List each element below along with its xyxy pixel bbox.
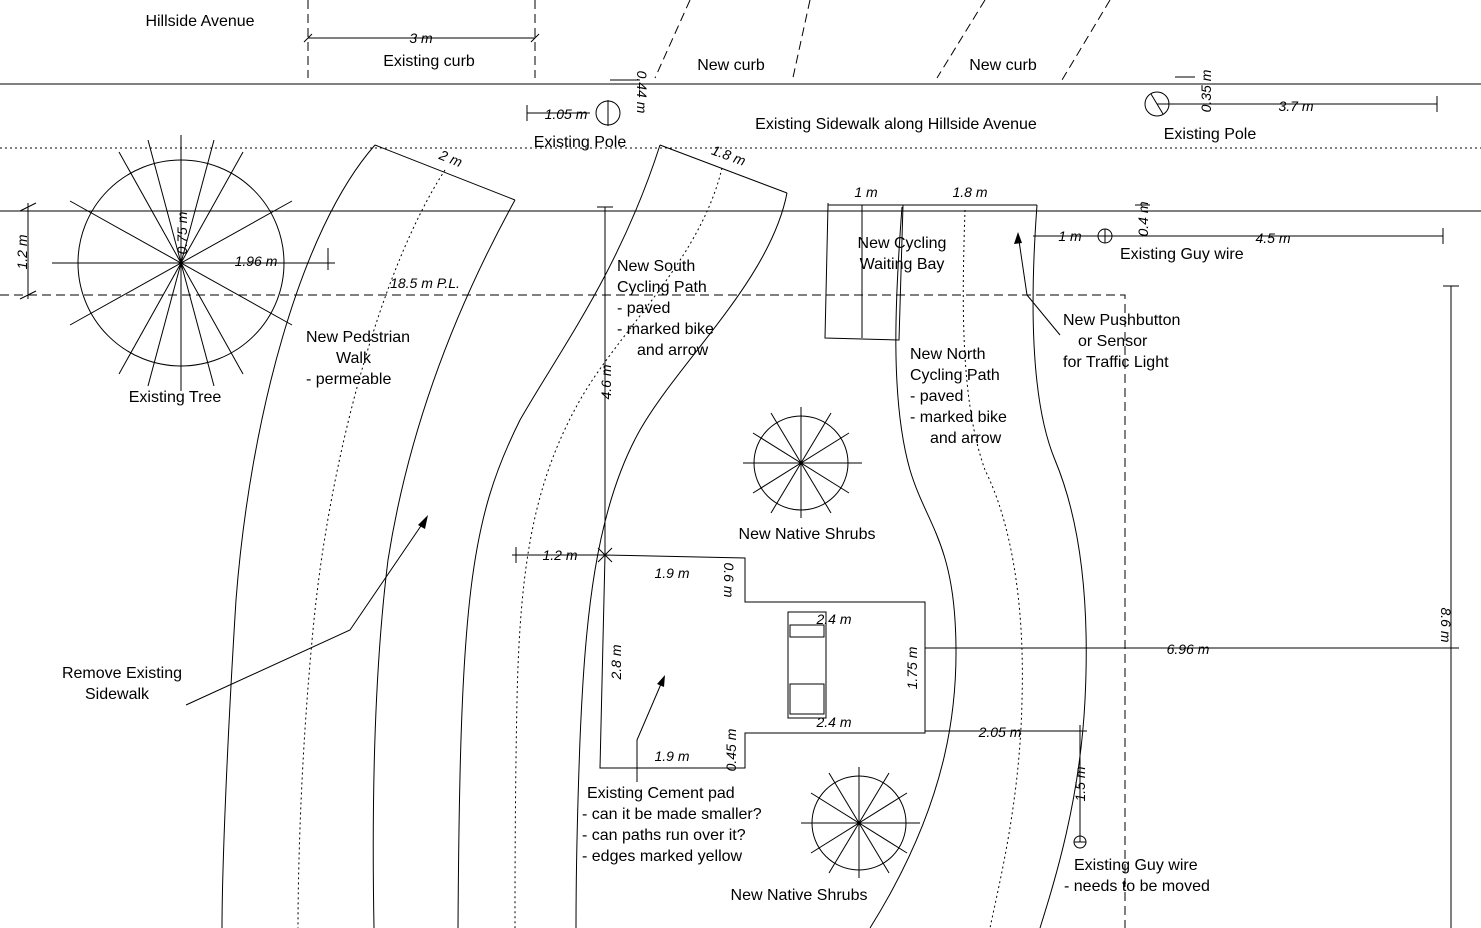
dim-1a: 1 m (854, 184, 878, 200)
dim-18b: 1.8 m (952, 184, 987, 200)
cement-pad-label-2: - can it be made smaller? (582, 806, 762, 823)
new-curb-line-2b (1061, 0, 1111, 81)
cement-pad-label-1: Existing Cement pad (587, 785, 735, 802)
pole-1-label: Existing Pole (534, 134, 627, 151)
dim-46: 4.6 m (598, 364, 614, 399)
south-path-top-edge (659, 144, 788, 194)
tree-label: Existing Tree (129, 389, 222, 406)
new-curb-line-2a (936, 0, 986, 79)
guy-wire-2-label-2: - needs to be moved (1064, 878, 1210, 895)
waiting-bay-outline (824, 204, 904, 341)
dim-185: 18.5 m P.L. (390, 275, 460, 291)
dim-12a: 1.2 m (14, 234, 30, 269)
south-path-label-5: and arrow (637, 342, 709, 359)
guy-wire-2-label-1: Existing Guy wire (1074, 857, 1198, 874)
existing-tree-spokes (52, 135, 335, 391)
dim-2m: 2 m (436, 146, 465, 170)
dim-06: 0.6 m (721, 562, 737, 597)
dim-86: 8.6 m (1438, 607, 1454, 642)
street-label: Hillside Avenue (145, 13, 254, 30)
ped-walk-left-edge (221, 144, 376, 928)
dim-18a: 1.8 m (710, 142, 749, 169)
dim-45: 4.5 m (1255, 230, 1290, 246)
south-path-label-3: - paved (617, 300, 670, 317)
pushbutton-leader (1026, 294, 1061, 336)
north-path-label-2: Cycling Path (910, 367, 1000, 384)
dim-035: 0.35 m (1198, 69, 1214, 112)
south-path-right-edge (575, 192, 788, 928)
dim-196: 1.96 m (235, 253, 278, 269)
waiting-bay-label-1: New Cycling (858, 235, 947, 252)
pushbutton-label-3: for Traffic Light (1063, 354, 1169, 371)
cement-pad-label-4: - edges marked yellow (582, 848, 743, 865)
dim-175: 1.75 m (904, 646, 920, 689)
remove-sidewalk-label-2: Sidewalk (85, 686, 150, 703)
ped-walk-center (297, 169, 446, 928)
dim-28: 2.8 m (608, 644, 624, 680)
shrubs-1-label: New Native Shrubs (739, 526, 876, 543)
south-path-label-4: - marked bike (617, 321, 714, 338)
north-path-label-3: - paved (910, 388, 963, 405)
dim-1b: 1 m (1058, 228, 1082, 244)
dim-19b: 1.9 m (654, 748, 689, 764)
north-path-label-4: - marked bike (910, 409, 1007, 426)
remove-sidewalk-leader (185, 516, 428, 706)
dim-19a: 1.9 m (654, 565, 689, 581)
dim-24b: 2.4 m (815, 714, 851, 730)
south-path-center (514, 167, 723, 928)
ped-walk-right-edge (372, 199, 516, 928)
new-curb-line-1b (791, 0, 811, 83)
dim-044: 0.44 m (634, 71, 650, 114)
north-path-label-1: New North (910, 346, 986, 363)
cement-pad-label-3: - can paths run over it? (582, 827, 746, 844)
dim-105: 1.05 m (545, 106, 588, 122)
cement-pad-leader (636, 676, 665, 782)
dim-37: 3.7 m (1278, 98, 1313, 114)
new-curb-label-1: New curb (697, 57, 765, 74)
dim-075: 0.75 m (174, 211, 190, 254)
south-path-label-2: Cycling Path (617, 279, 707, 296)
ped-walk-label-3: - permeable (306, 371, 391, 388)
south-path-left-edge (457, 144, 661, 928)
new-curb-line-1a (654, 0, 691, 79)
new-curb-label-2: New curb (969, 57, 1037, 74)
dim-045: 0.45 m (723, 728, 739, 771)
remove-sidewalk-label-1: Remove Existing (62, 665, 182, 682)
dim-205: 2.05 m (978, 724, 1022, 740)
waiting-bay-label-2: Waiting Bay (860, 256, 945, 273)
ped-walk-top-edge (374, 144, 516, 201)
north-path-left-edge (869, 206, 957, 928)
dim-24a: 2.4 m (815, 611, 851, 627)
dim-3m: 3 m (409, 30, 433, 46)
pushbutton-label-2: or Sensor (1078, 333, 1148, 350)
dim-04: 0.4 m (1135, 201, 1151, 236)
property-line (0, 294, 1126, 928)
sidewalk-label: Existing Sidewalk along Hillside Avenue (755, 116, 1037, 133)
ped-walk-label-2: Walk (336, 350, 372, 367)
north-path-right-edge (1032, 204, 1087, 928)
dim-15: 1.5 m (1072, 766, 1088, 801)
cabinet-icon (787, 611, 827, 719)
guy-wire-1-label: Existing Guy wire (1120, 246, 1244, 263)
dim-696: 6.96 m (1167, 641, 1210, 657)
north-path-center (962, 209, 1023, 928)
pole-2-label: Existing Pole (1164, 126, 1257, 143)
cement-pad-outline (599, 554, 926, 769)
pushbutton-label-1: New Pushbutton (1063, 312, 1180, 329)
dim-12b: 1.2 m (542, 547, 577, 563)
ped-walk-label-1: New Pedstrian (306, 329, 410, 346)
north-path-label-5: and arrow (930, 430, 1002, 447)
existing-curb-label: Existing curb (383, 53, 475, 70)
shrubs-2-label: New Native Shrubs (731, 887, 868, 904)
south-path-label-1: New South (617, 258, 695, 275)
